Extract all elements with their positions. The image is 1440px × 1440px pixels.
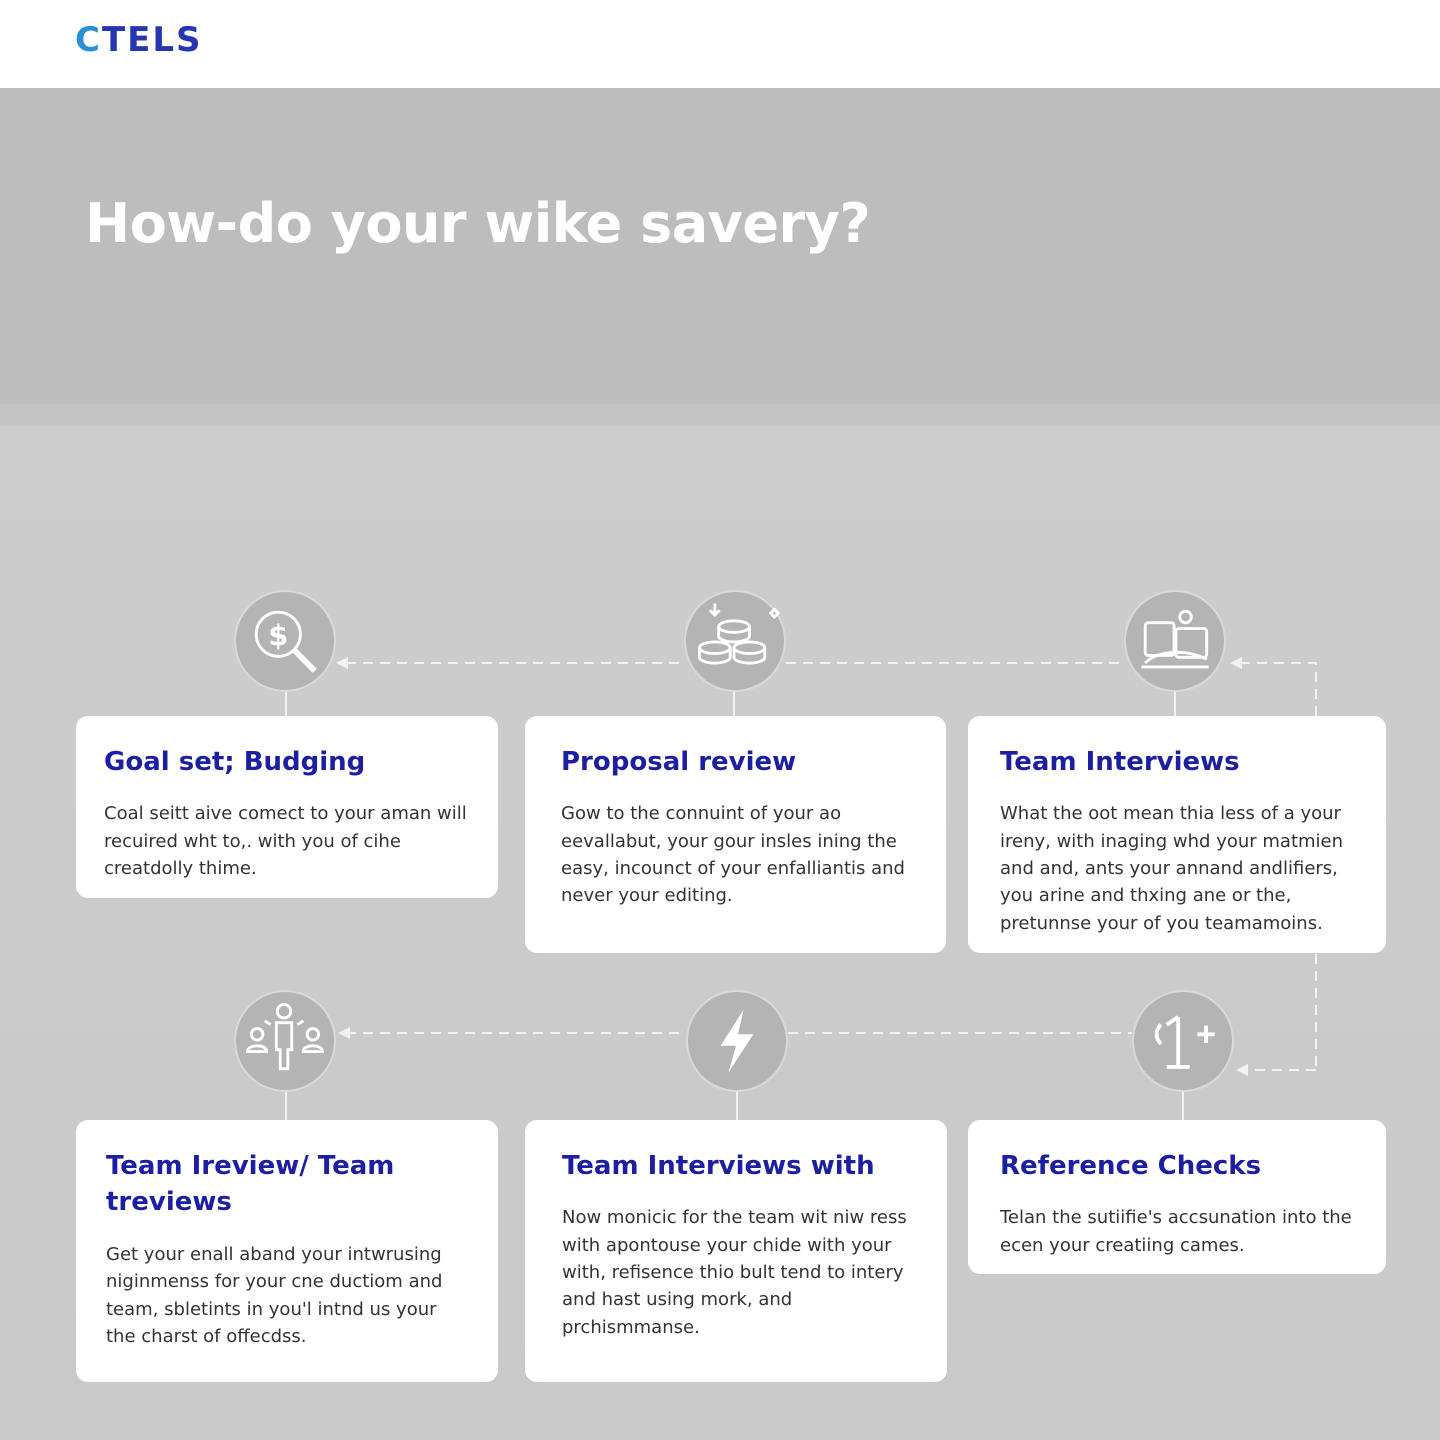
svg-text:$: $	[268, 618, 288, 652]
add-person-icon	[1132, 990, 1234, 1092]
step-card-reference-checks[interactable]: Reference Checks Telan the sutiifie's ac…	[968, 1120, 1386, 1274]
step-card-team-review[interactable]: Team Ireview/ Team treviews Get your ena…	[76, 1120, 498, 1382]
step-card-team-interviews-with[interactable]: Team Interviews with Now monicic for the…	[525, 1120, 947, 1382]
step-description: Get your enall aband your intwrusing nig…	[106, 1243, 443, 1347]
page-title: How-do your wike savery?	[85, 192, 871, 255]
hero-divider	[0, 404, 1440, 426]
step-title: Team Interviews with	[562, 1151, 875, 1181]
lightning-icon	[686, 990, 788, 1092]
step-description: Coal seitt aive comect to your aman will…	[104, 803, 467, 880]
step-title: Goal set; Budging	[104, 747, 366, 777]
step-description: What the oot mean thia less of a your ir…	[1000, 803, 1344, 934]
step-title: Team Ireview/ Team treviews	[106, 1151, 395, 1218]
top-bar: CTELS	[0, 0, 1440, 88]
team-icon	[234, 990, 336, 1092]
step-description: Telan the sutiifie's accsunation into th…	[1000, 1207, 1352, 1256]
step-title: Proposal review	[561, 747, 797, 777]
hero-banner: How-do your wike savery?	[0, 88, 1440, 404]
brand-logo[interactable]: CTELS	[75, 20, 203, 60]
coins-icon	[684, 590, 786, 692]
dollar-search-icon: $	[234, 590, 336, 692]
step-card-team-interviews[interactable]: Team Interviews What the oot mean thia l…	[968, 716, 1386, 953]
step-card-goal-setting[interactable]: Goal set; Budging Coal seitt aive comect…	[76, 716, 498, 898]
step-card-proposal-review[interactable]: Proposal review Gow to the connuint of y…	[525, 716, 946, 953]
step-description: Gow to the connuint of your ao eevallabu…	[561, 803, 905, 907]
step-title: Reference Checks	[1000, 1151, 1262, 1181]
step-description: Now monicic for the team wit niw ress wi…	[562, 1207, 907, 1338]
step-title: Team Interviews	[1000, 747, 1240, 777]
interview-icon	[1124, 590, 1226, 692]
